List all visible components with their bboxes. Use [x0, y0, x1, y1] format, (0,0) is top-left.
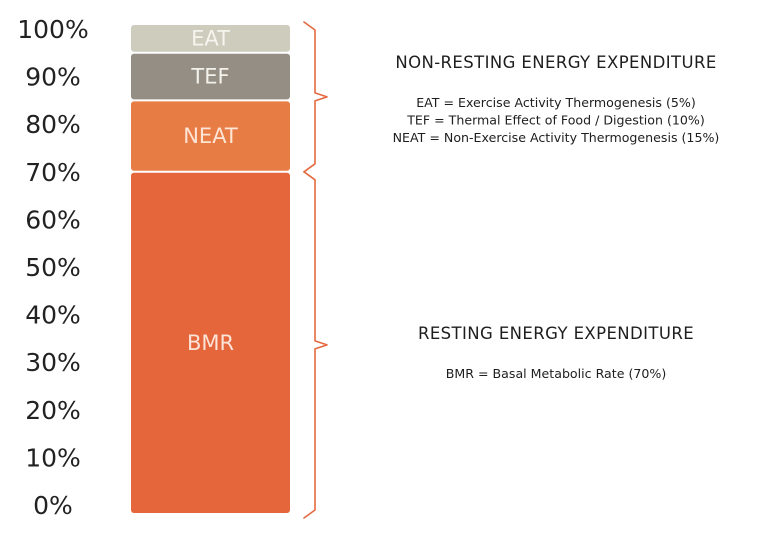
annotation-line: TEF = Thermal Effect of Food / Digestion…: [406, 113, 705, 128]
segment-label-tef: TEF: [190, 65, 229, 89]
bar-segment-bmr: [131, 172, 290, 514]
bracket-non-resting: [303, 21, 328, 173]
y-tick-label: 0%: [33, 491, 73, 520]
annotation-line: NEAT = Non-Exercise Activity Thermogenes…: [393, 130, 720, 145]
segment-label-bmr: BMR: [187, 331, 234, 355]
segment-label-neat: NEAT: [183, 124, 238, 148]
y-tick-label: 100%: [17, 15, 88, 44]
y-tick-label: 60%: [25, 205, 81, 234]
annotation-title: NON-RESTING ENERGY EXPENDITURE: [395, 53, 716, 72]
segment-label-eat: EAT: [191, 26, 230, 50]
annotation-line: EAT = Exercise Activity Thermogenesis (5…: [416, 95, 696, 110]
y-tick-label: 20%: [25, 396, 81, 425]
annotation-title: RESTING ENERGY EXPENDITURE: [418, 324, 694, 343]
annotation-line: BMR = Basal Metabolic Rate (70%): [446, 366, 667, 381]
bar-segment-neat: [131, 101, 290, 171]
bar-segment-tef: [131, 53, 290, 100]
bracket-resting: [303, 171, 328, 519]
y-tick-label: 40%: [25, 301, 81, 330]
y-tick-label: 90%: [25, 63, 81, 92]
bar-segment-eat: [131, 25, 290, 52]
y-tick-label: 80%: [25, 110, 81, 139]
y-tick-label: 50%: [25, 253, 81, 282]
y-tick-label: 10%: [25, 443, 81, 472]
y-tick-label: 70%: [25, 158, 81, 187]
y-tick-label: 30%: [25, 348, 81, 377]
